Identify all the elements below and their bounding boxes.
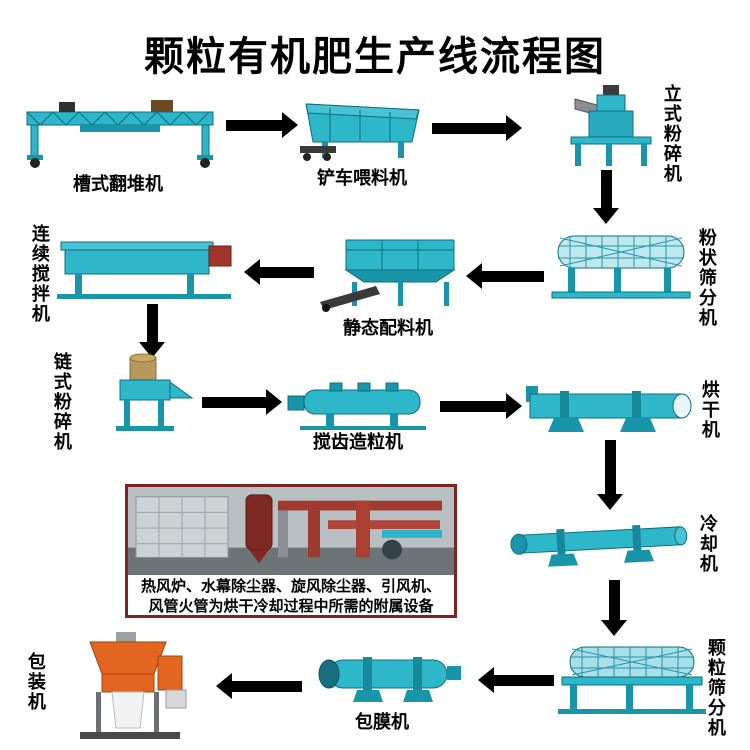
chain-crusher-image	[94, 352, 197, 432]
page-title: 颗粒有机肥生产线流程图	[144, 35, 606, 79]
arrow-left-icon	[478, 666, 554, 694]
coating-machine-image	[305, 648, 467, 706]
tooth-granulator-image	[286, 380, 438, 432]
arrow-right-icon	[432, 114, 522, 142]
arrow-down-icon	[596, 440, 624, 510]
dryer-label: 烘干机	[699, 380, 720, 440]
granule-screener-image	[556, 637, 708, 715]
arrow-left-icon	[466, 262, 544, 290]
vertical-crusher-label: 立式粉碎机	[661, 84, 682, 184]
arrow-right-icon	[226, 111, 298, 139]
coating-machine-label: 包膜机	[355, 712, 409, 732]
arrow-down-icon	[138, 304, 166, 358]
dryer-image	[526, 380, 698, 438]
arrow-left-icon	[244, 258, 314, 286]
vertical-crusher-image	[563, 83, 658, 168]
packing-machine-image	[54, 632, 202, 744]
continuous-mixer-image	[55, 228, 240, 302]
arrow-right-icon	[440, 392, 522, 420]
packing-machine-label: 包装机	[25, 652, 46, 712]
granule-screener-label: 颗粒筛分机	[705, 638, 726, 738]
powder-screener-image	[546, 224, 696, 306]
cooler-image	[504, 509, 699, 577]
static-batcher-label: 静态配料机	[343, 318, 433, 338]
tooth-granulator-label: 搅齿造粒机	[313, 432, 403, 452]
arrow-down-icon	[592, 170, 620, 224]
cooler-label: 冷却机	[697, 514, 718, 574]
arrow-left-icon	[216, 672, 302, 700]
static-batcher-image	[318, 238, 458, 312]
arrow-down-icon	[600, 580, 628, 636]
continuous-mixer-label: 连续搅拌机	[29, 224, 50, 324]
trough-turner-label: 槽式翻堆机	[73, 174, 163, 194]
forklift-feeder-image	[300, 96, 425, 164]
arrow-right-icon	[202, 388, 282, 416]
trough-turner-image	[25, 92, 215, 170]
chain-crusher-label: 链式粉碎机	[51, 352, 72, 452]
forklift-feeder-label: 铲车喂料机	[317, 168, 407, 188]
auxiliary-note-line2: 风管火管为烘干冷却过程中所需的附属设备	[148, 597, 434, 615]
powder-screener-label: 粉状筛分机	[696, 228, 717, 328]
auxiliary-equipment-photo: 热风炉、水幕除尘器、旋风除尘器、引风机、 风管火管为烘干冷却过程中所需的附属设备	[125, 484, 457, 618]
auxiliary-equipment-picture	[128, 487, 454, 575]
auxiliary-note-line1: 热风炉、水幕除尘器、旋风除尘器、引风机、	[140, 578, 441, 595]
